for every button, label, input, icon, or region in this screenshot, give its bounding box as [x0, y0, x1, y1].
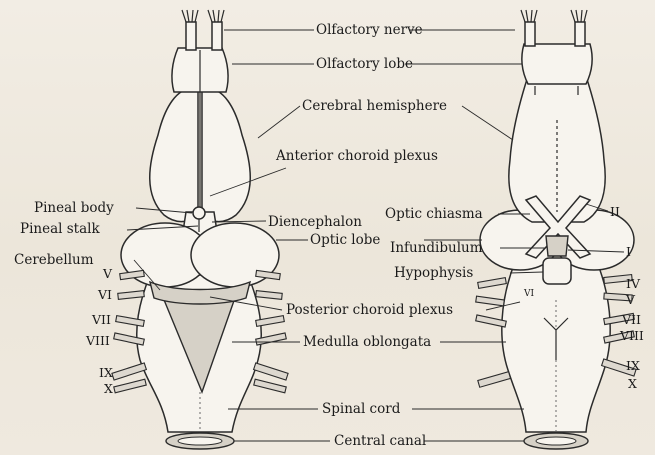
label-dorsal-nerve-ix: IX: [99, 365, 113, 381]
ventral-view: [476, 10, 636, 449]
label-dorsal-nerve-vii: VII: [92, 312, 111, 328]
label-posterior-choroid-plexus: Posterior choroid plexus: [286, 302, 453, 318]
label-cerebellum: Cerebellum: [14, 252, 94, 268]
label-ventral-nerve-x: X: [628, 376, 637, 392]
label-ventral-nerve-ix: IX: [626, 358, 640, 374]
dorsal-pineal-body: [193, 207, 205, 219]
label-ventral-nerve-iv: IV: [626, 276, 640, 292]
label-central-canal: Central canal: [334, 433, 426, 449]
label-dorsal-nerve-v: V: [103, 266, 112, 282]
label-optic-chiasma: Optic chiasma: [385, 206, 483, 222]
label-infundibulum: Infundibulum: [390, 240, 483, 256]
dorsal-right-cerebral-hemisphere: [202, 88, 250, 222]
label-pineal-stalk: Pineal stalk: [20, 221, 100, 237]
label-ventral-nerve-i: I: [626, 244, 631, 260]
label-ventral-nerve-viii: VIII: [620, 328, 644, 344]
label-ventral-nerve-vii: VII: [622, 312, 641, 328]
label-ventral-nerve-vi-inner: VI: [524, 286, 534, 302]
ventral-infundibulum: [546, 236, 568, 256]
ventral-hypophysis: [543, 258, 571, 284]
label-hypophysis: Hypophysis: [394, 265, 473, 281]
label-anterior-choroid-plexus: Anterior choroid plexus: [276, 148, 438, 164]
label-ventral-nerve-ii: II: [610, 204, 620, 220]
label-olfactory-nerve: Olfactory nerve: [316, 22, 423, 38]
label-diencephalon: Diencephalon: [268, 214, 362, 230]
label-dorsal-nerve-x: X: [104, 381, 113, 397]
label-pineal-body: Pineal body: [34, 200, 114, 216]
label-dorsal-nerve-vi: VI: [98, 287, 112, 303]
label-spinal-cord: Spinal cord: [322, 401, 400, 417]
label-olfactory-lobe: Olfactory lobe: [316, 56, 413, 72]
label-optic-lobe: Optic lobe: [310, 232, 380, 248]
label-cerebral-hemisphere: Cerebral hemisphere: [302, 98, 447, 114]
label-ventral-nerve-v: V: [626, 292, 635, 308]
label-medulla-oblongata: Medulla oblongata: [303, 334, 431, 350]
dorsal-left-cerebral-hemisphere: [150, 88, 198, 222]
label-dorsal-nerve-viii: VIII: [86, 333, 110, 349]
ventral-olfactory-lobes: [522, 44, 592, 84]
